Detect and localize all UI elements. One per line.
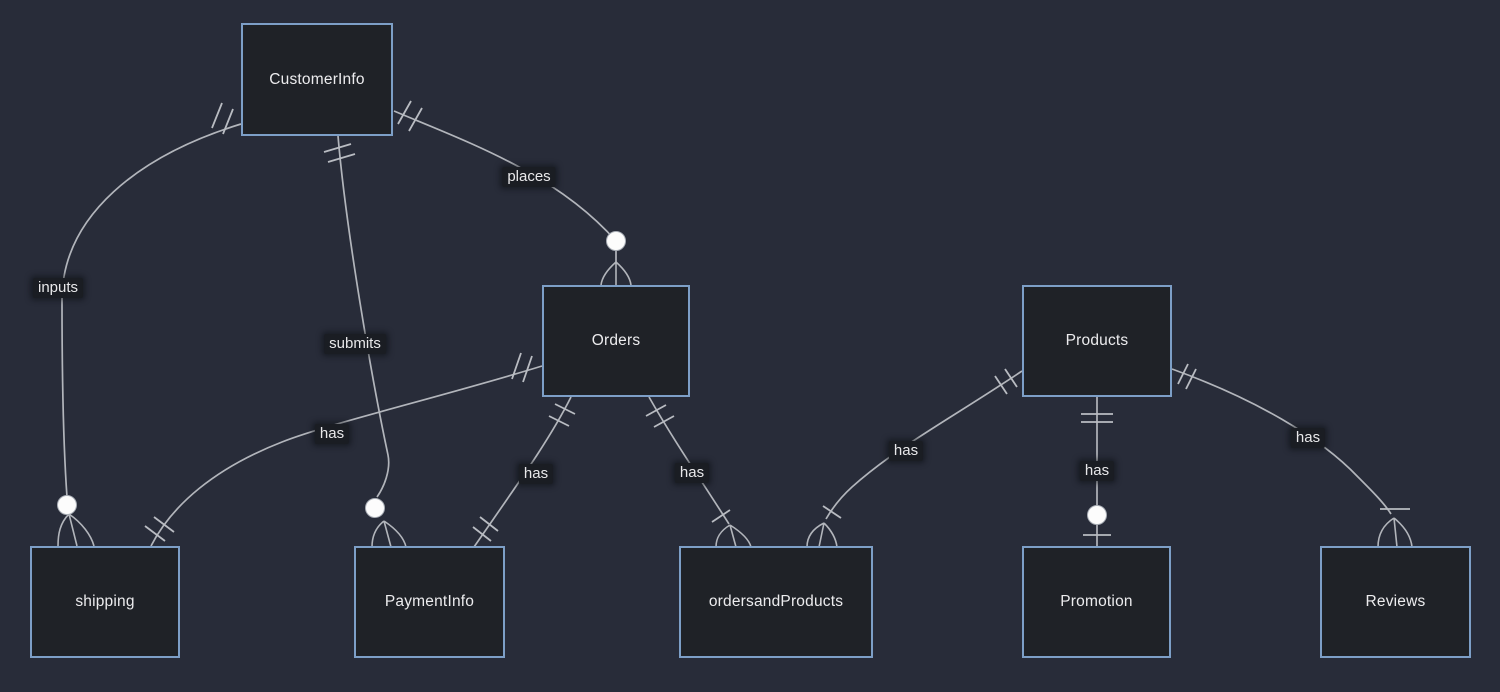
- entity-label: CustomerInfo: [269, 70, 365, 88]
- edge-products-ordersandproducts: [806, 368, 1023, 548]
- entity-products[interactable]: Products: [1022, 285, 1172, 397]
- relationship-label-submits: submits: [324, 334, 386, 354]
- entity-shipping[interactable]: shipping: [30, 546, 180, 658]
- relationship-label-inputs: inputs: [32, 278, 84, 298]
- entity-ordersandproducts[interactable]: ordersandProducts: [679, 546, 873, 658]
- zero-cardinality-circle: [365, 498, 385, 518]
- relationship-label-has-products-ordersandproducts: has: [888, 441, 924, 461]
- relationship-label-has-orders-shipping: has: [314, 424, 350, 444]
- relationship-label-has-orders-ordersandproducts: has: [674, 463, 710, 483]
- zero-cardinality-circle: [606, 231, 626, 251]
- entity-paymentinfo[interactable]: PaymentInfo: [354, 546, 505, 658]
- zero-cardinality-circle: [57, 495, 77, 515]
- edge-customerinfo-paymentinfo: [323, 135, 407, 548]
- entity-reviews[interactable]: Reviews: [1320, 546, 1471, 658]
- edge-customerinfo-shipping: [57, 102, 242, 547]
- entity-label: PaymentInfo: [384, 593, 475, 610]
- entity-label: shipping: [75, 593, 135, 610]
- entity-promotion[interactable]: Promotion: [1022, 546, 1171, 658]
- entity-label: Promotion: [1060, 593, 1133, 610]
- entity-label: Orders: [591, 332, 641, 349]
- entity-orders[interactable]: Orders: [542, 285, 690, 397]
- relationship-label-places: places: [502, 167, 556, 187]
- entity-label: ordersandProducts: [708, 593, 844, 610]
- edge-orders-ordersandproducts: [645, 396, 752, 548]
- edge-products-reviews: [1171, 363, 1413, 548]
- entity-customerinfo[interactable]: CustomerInfo: [241, 23, 393, 136]
- entity-label: Reviews: [1365, 593, 1426, 610]
- edge-orders-shipping: [144, 352, 543, 547]
- relationship-label-has-orders-paymentinfo: has: [518, 464, 554, 484]
- relationship-label-has-products-reviews: has: [1290, 428, 1326, 448]
- edge-customerinfo-orders: [393, 100, 632, 286]
- entity-label: Products: [1065, 332, 1129, 349]
- relationship-label-has-products-promotion: has: [1079, 461, 1115, 481]
- zero-cardinality-circle: [1087, 505, 1107, 525]
